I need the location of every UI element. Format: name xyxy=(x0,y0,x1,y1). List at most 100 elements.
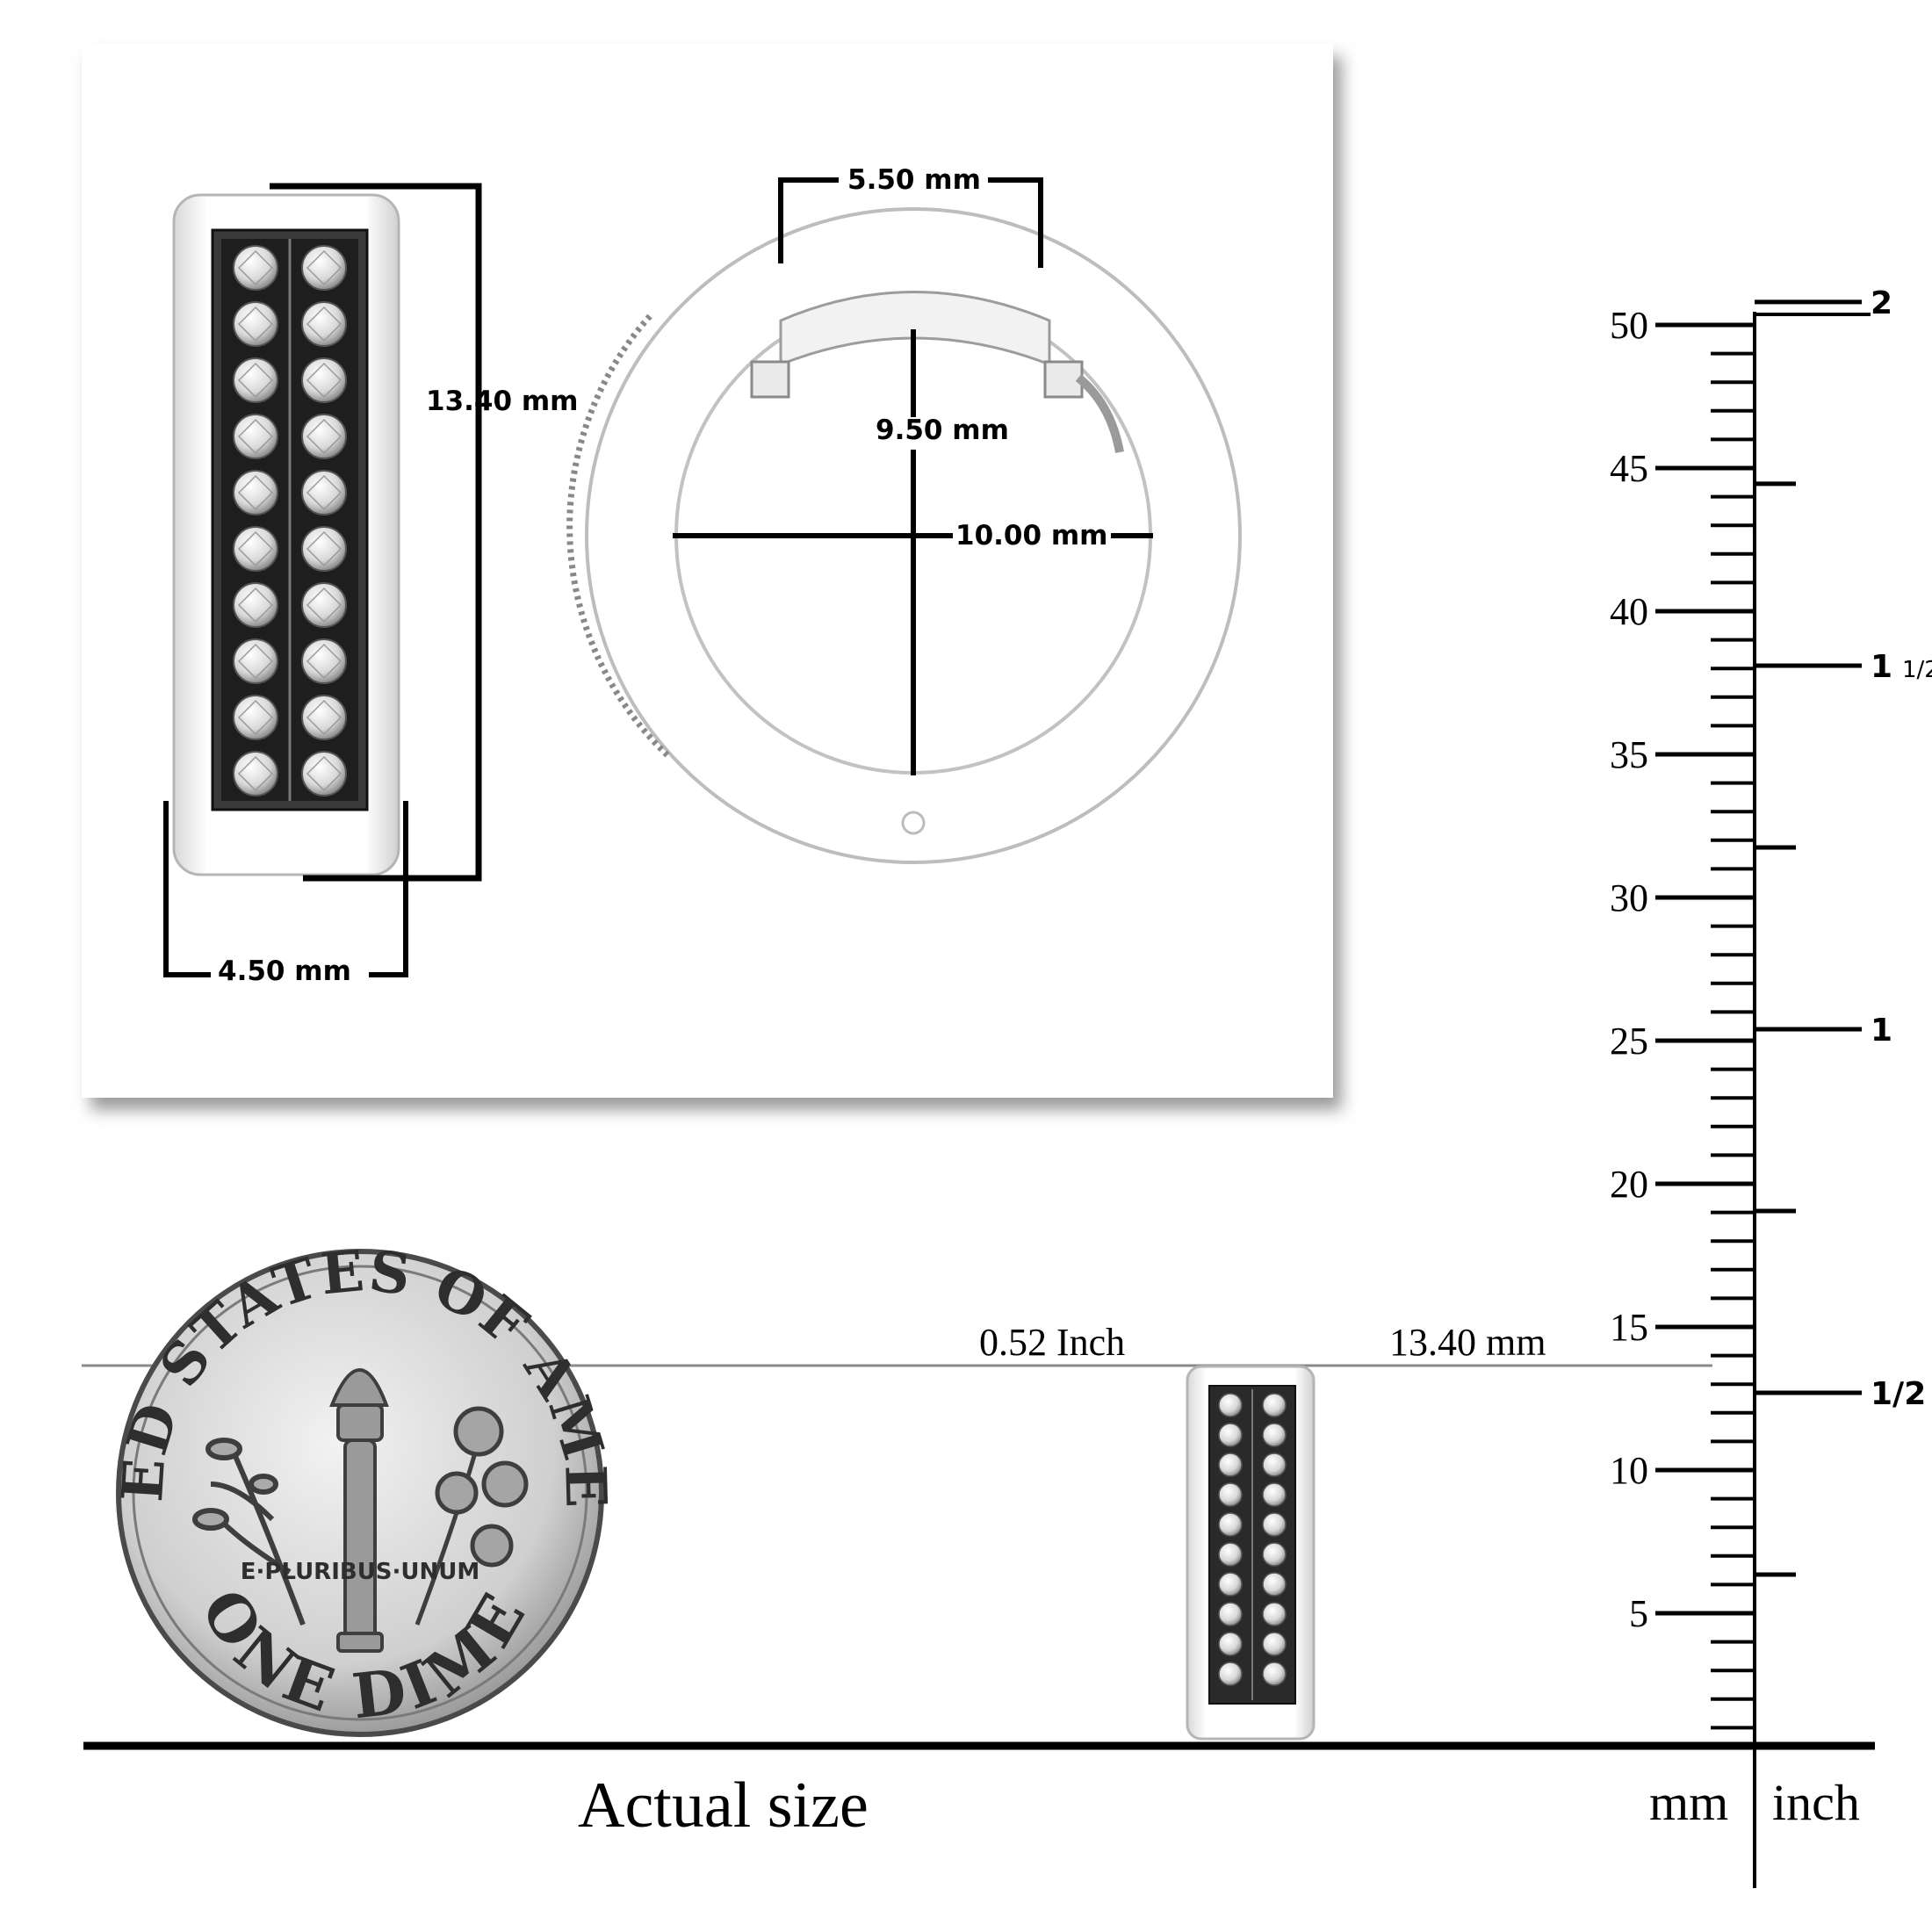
gem xyxy=(233,470,278,515)
gem xyxy=(233,526,278,572)
gem-facet xyxy=(306,699,342,736)
hoop-gem-edge xyxy=(566,314,670,758)
width-label: 4.50 mm xyxy=(218,955,351,987)
inch-label: 1 xyxy=(1871,1013,1892,1049)
gem xyxy=(301,414,347,459)
gem-facet xyxy=(237,418,274,455)
mini-gem xyxy=(1262,1482,1287,1507)
earring-front-view xyxy=(172,193,400,876)
mini-gem xyxy=(1262,1662,1287,1686)
clasp-left-block xyxy=(750,360,790,399)
mm-unit-label: mm xyxy=(1649,1774,1728,1831)
gem xyxy=(301,301,347,347)
gem xyxy=(233,357,278,403)
diameter-dimensions xyxy=(673,329,1153,775)
gem-facet xyxy=(306,755,342,792)
mini-gem xyxy=(1262,1393,1287,1417)
gem xyxy=(301,357,347,403)
mini-gem xyxy=(1218,1453,1243,1477)
gem xyxy=(301,695,347,740)
outer-diameter-label: 10.00 mm xyxy=(955,520,1107,551)
inch-label: 2 xyxy=(1871,285,1892,321)
height-label: 13.40 mm xyxy=(426,386,578,417)
gem-facet xyxy=(237,530,274,567)
gem-facet xyxy=(306,249,342,286)
mm-label: 30 xyxy=(1610,876,1648,919)
mm-label: 25 xyxy=(1610,1020,1648,1063)
width-dimension xyxy=(163,801,408,977)
mini-gem xyxy=(1218,1602,1243,1626)
mini-gem xyxy=(1218,1662,1243,1686)
gem xyxy=(233,751,278,797)
inch-measure-label: 0.52 Inch xyxy=(979,1321,1125,1364)
mini-gem xyxy=(1218,1482,1243,1507)
inch-fraction-label: 1/2 xyxy=(1902,657,1932,683)
earring-actual-size xyxy=(1186,1365,1316,1741)
clasp-right-block xyxy=(1043,360,1084,399)
gem xyxy=(301,245,347,291)
actual-size-caption: Actual size xyxy=(578,1770,869,1842)
gem-rows xyxy=(233,245,347,797)
mini-gem xyxy=(1218,1542,1243,1567)
gem xyxy=(301,638,347,684)
gem-facet xyxy=(237,587,274,624)
mm-label: 15 xyxy=(1610,1306,1648,1349)
gem xyxy=(301,526,347,572)
mini-gem xyxy=(1262,1632,1287,1656)
gem xyxy=(233,301,278,347)
coin-motto: E·PLURIBUS·UNUM xyxy=(241,1559,480,1585)
gem xyxy=(233,414,278,459)
coin-torch-icon xyxy=(329,1368,389,1653)
inch-label: 1 xyxy=(1871,649,1892,685)
gem-facet xyxy=(237,755,274,792)
gem-facet xyxy=(237,474,274,511)
mini-gem xyxy=(1262,1423,1287,1447)
gem xyxy=(233,638,278,684)
gem xyxy=(301,470,347,515)
gem-facet xyxy=(237,699,274,736)
coin-oak-branch-icon xyxy=(415,1406,529,1626)
inch-label: 1/2 xyxy=(1871,1376,1926,1412)
gem xyxy=(301,582,347,628)
gem xyxy=(233,695,278,740)
opening-label: 5.50 mm xyxy=(847,164,981,196)
mm-measure-label: 13.40 mm xyxy=(1389,1321,1546,1364)
mini-gem-rows xyxy=(1218,1393,1287,1686)
coin-inner-rim xyxy=(132,1265,588,1721)
mini-gem xyxy=(1218,1393,1243,1417)
gem-facet xyxy=(306,306,342,342)
gem-facet xyxy=(237,249,274,286)
gem-facet xyxy=(306,474,342,511)
detail-panel: 13.40 mm 4.50 mm 5.50 mm xyxy=(82,44,1333,1098)
inch-unit-label: inch xyxy=(1772,1774,1860,1831)
mini-gem xyxy=(1262,1512,1287,1537)
gem-facet xyxy=(306,643,342,680)
mm-label: 50 xyxy=(1610,304,1648,347)
inner-diameter-label: 9.50 mm xyxy=(876,415,1009,446)
height-dimension xyxy=(270,183,482,882)
mm-label: 40 xyxy=(1610,590,1648,633)
gem-facet xyxy=(237,306,274,342)
gem-facet xyxy=(237,643,274,680)
mini-gem xyxy=(1218,1572,1243,1597)
gem xyxy=(233,245,278,291)
mm-label: 35 xyxy=(1610,733,1648,776)
gem-facet xyxy=(237,362,274,399)
mini-gem xyxy=(1262,1602,1287,1626)
mm-label: 45 xyxy=(1610,447,1648,490)
clasp-post xyxy=(1075,374,1124,453)
gem-facet xyxy=(306,362,342,399)
mini-gem xyxy=(1218,1423,1243,1447)
mini-gem xyxy=(1262,1542,1287,1567)
mm-label: 5 xyxy=(1629,1592,1648,1635)
gem-facet xyxy=(306,530,342,567)
gem-facet xyxy=(306,587,342,624)
hinge-pin xyxy=(901,811,926,835)
mini-gem xyxy=(1262,1453,1287,1477)
opening-dimension xyxy=(778,177,1043,268)
mm-label: 20 xyxy=(1610,1163,1648,1206)
mini-gem xyxy=(1218,1512,1243,1537)
